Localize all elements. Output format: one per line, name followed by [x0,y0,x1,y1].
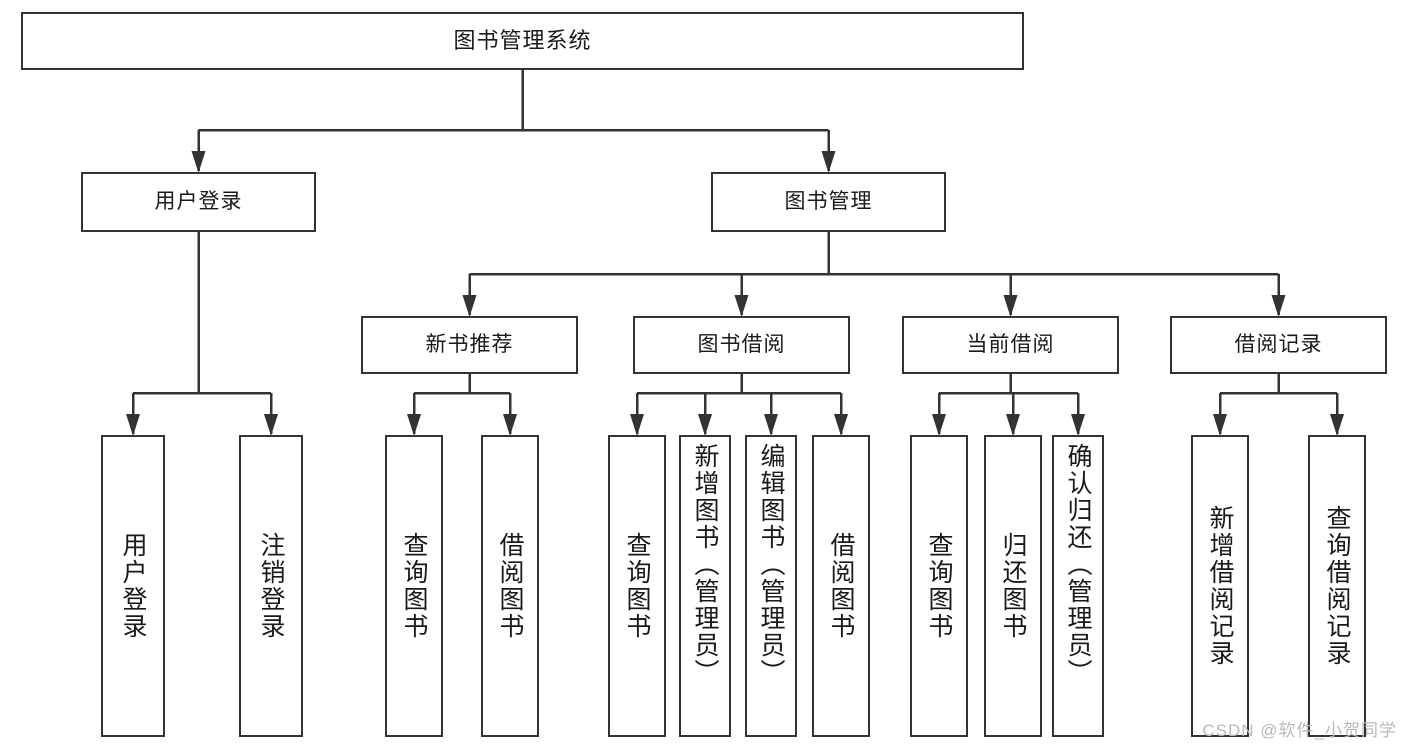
node-current[interactable]: 当前借阅 [902,316,1119,374]
node-label: 图书借阅 [697,333,786,357]
arrowhead-icon [1271,295,1286,317]
node-label: 新增借阅记录 [1206,505,1234,667]
node-l1[interactable]: 用户登录 [101,435,165,737]
arrowhead-icon [191,151,206,173]
node-label: 确认归还（管理员） [1064,443,1092,686]
watermark: CSDN @软件_小贺同学 [1202,721,1397,740]
node-b3[interactable]: 编辑图书（管理员） [745,435,797,737]
node-label: 注销登录 [257,532,285,640]
node-login[interactable]: 用户登录 [81,172,316,232]
node-label: 用户登录 [119,532,147,640]
node-label: 新书推荐 [425,333,514,357]
arrowhead-icon [1071,414,1085,436]
node-root[interactable]: 图书管理系统 [21,12,1024,70]
node-label: 新增图书（管理员） [691,443,719,686]
node-bookmgmt[interactable]: 图书管理 [711,172,946,232]
node-borrow[interactable]: 图书借阅 [633,316,850,374]
arrowhead-icon [126,414,140,436]
node-label: 查询图书 [400,532,428,640]
node-n2[interactable]: 借阅图书 [481,435,539,737]
node-r2[interactable]: 查询借阅记录 [1308,435,1366,737]
node-label: 借阅图书 [496,532,524,640]
node-c1[interactable]: 查询图书 [910,435,968,737]
node-l2[interactable]: 注销登录 [239,435,303,737]
node-label: 查询借阅记录 [1323,505,1351,667]
node-label: 借阅图书 [827,532,855,640]
arrowhead-icon [764,414,778,436]
arrowhead-icon [698,414,712,436]
arrowhead-icon [1003,295,1018,317]
arrowhead-icon [407,414,421,436]
arrowhead-icon [1213,414,1227,436]
node-b2[interactable]: 新增图书（管理员） [679,435,731,737]
arrowhead-icon [932,414,946,436]
node-b4[interactable]: 借阅图书 [812,435,870,737]
node-r1[interactable]: 新增借阅记录 [1191,435,1249,737]
arrowhead-icon [503,414,517,436]
node-label: 归还图书 [999,532,1027,640]
node-label: 查询图书 [623,532,651,640]
node-c3[interactable]: 确认归还（管理员） [1052,435,1104,737]
node-newbook[interactable]: 新书推荐 [361,316,578,374]
arrowhead-icon [821,151,836,173]
arrowhead-icon [462,295,477,317]
arrowhead-icon [264,414,278,436]
arrowhead-icon [1006,414,1020,436]
arrowhead-icon [734,295,749,317]
node-label: 当前借阅 [966,333,1055,357]
node-label: 编辑图书（管理员） [757,443,785,686]
node-c2[interactable]: 归还图书 [984,435,1042,737]
arrowhead-icon [1330,414,1344,436]
arrowhead-icon [630,414,644,436]
node-label: 图书管理 [784,190,873,214]
node-n1[interactable]: 查询图书 [385,435,443,737]
arrowhead-icon [834,414,848,436]
node-record[interactable]: 借阅记录 [1170,316,1387,374]
node-b1[interactable]: 查询图书 [608,435,666,737]
node-label: 查询图书 [925,532,953,640]
node-label: 借阅记录 [1234,333,1323,357]
node-label: 用户登录 [154,190,243,214]
node-label: 图书管理系统 [453,27,592,53]
